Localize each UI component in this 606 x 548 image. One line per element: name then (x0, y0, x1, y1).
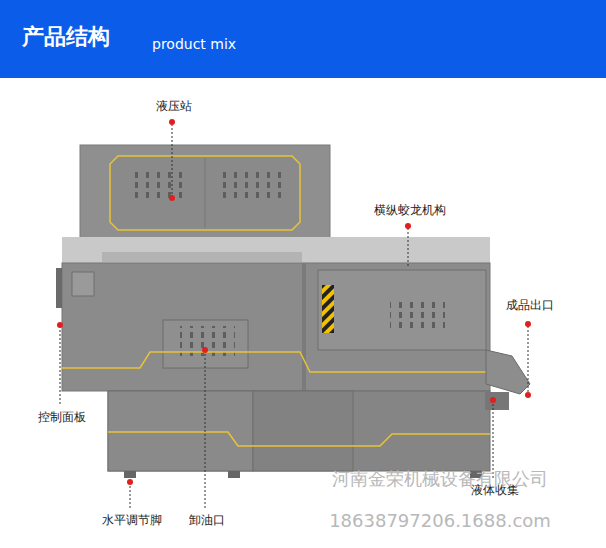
top-ledge (102, 252, 302, 262)
vents (218, 172, 284, 202)
vents (133, 172, 188, 202)
control-panel (56, 268, 62, 308)
base-panel (108, 391, 253, 471)
watermark: 18638797206.1688.com (329, 510, 551, 532)
callout-label: 横纵蛟龙机构 (372, 203, 448, 217)
watermark: 河南金荣机械设备有限公司 (332, 468, 548, 490)
hydraulic-station (80, 145, 330, 238)
page-title: 产品结构 (22, 24, 110, 50)
leveling-foot (228, 471, 240, 478)
callout-label: 液压站 (154, 99, 194, 113)
base (108, 391, 490, 471)
vents (390, 298, 445, 328)
trim-line (62, 352, 490, 372)
liquid-tray (485, 392, 509, 410)
hazard-stripe (322, 285, 334, 333)
panel-split (205, 158, 206, 228)
callout-dots (57, 119, 531, 485)
callout-label: 卸油口 (187, 513, 227, 527)
main-body (62, 263, 490, 391)
body-seam (302, 263, 306, 391)
trim-line (108, 432, 490, 446)
product-outlet (486, 350, 530, 394)
hydraulic-panel (110, 156, 300, 230)
leveling-foot (124, 471, 136, 478)
callout-label: 水平调节脚 (100, 513, 164, 527)
top-strip (62, 237, 490, 263)
oil-panel (163, 320, 248, 368)
control-box (72, 272, 94, 296)
base-panel (253, 391, 353, 471)
auger-housing (318, 270, 486, 350)
callout-label: 控制面板 (36, 410, 88, 424)
header-bar (0, 0, 606, 78)
subtitle: product mix (152, 36, 236, 53)
leader-lines (60, 124, 528, 508)
callout-label: 成品出口 (504, 298, 556, 312)
